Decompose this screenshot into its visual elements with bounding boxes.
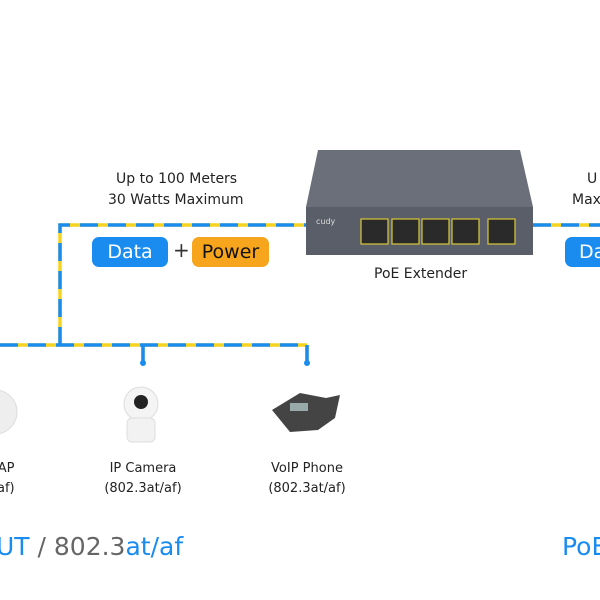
device-standard: af)	[0, 481, 15, 496]
access-point-image	[0, 390, 18, 434]
footer-part: at/af	[125, 532, 184, 561]
plus-sign: +	[173, 238, 190, 262]
device-standard: (802.3at/af)	[268, 481, 346, 496]
device-name: IP Camera	[109, 461, 177, 476]
poe-extender-device: cudy	[306, 150, 533, 255]
footer-standard-left: UT / 802.3at/af	[0, 532, 183, 561]
extender-label: PoE Extender	[374, 266, 468, 282]
brand-logo: cudy	[316, 217, 336, 226]
data-badge: Data	[92, 237, 168, 267]
cable-endpoint	[140, 360, 146, 366]
cable-endpoint	[304, 360, 310, 366]
right-data-badge: Da	[565, 237, 600, 267]
footer-standard-right: PoE	[562, 532, 600, 561]
device-name: VoIP Phone	[271, 461, 343, 476]
device-name: l AP	[0, 461, 15, 476]
poe-cable	[0, 223, 600, 362]
voip-phone-image	[272, 393, 340, 432]
distance-label: Up to 100 Meters	[116, 171, 238, 187]
ip-camera-image	[123, 386, 159, 443]
power-badge: Power	[192, 237, 269, 267]
device-standard: (802.3at/af)	[104, 481, 182, 496]
right-distance-label: U	[587, 171, 598, 187]
power-limit-label: 30 Watts Maximum	[108, 192, 244, 208]
footer-part: / 802.3	[29, 532, 126, 561]
right-power-limit-label: Max	[572, 192, 600, 208]
footer-part: UT	[0, 532, 30, 561]
